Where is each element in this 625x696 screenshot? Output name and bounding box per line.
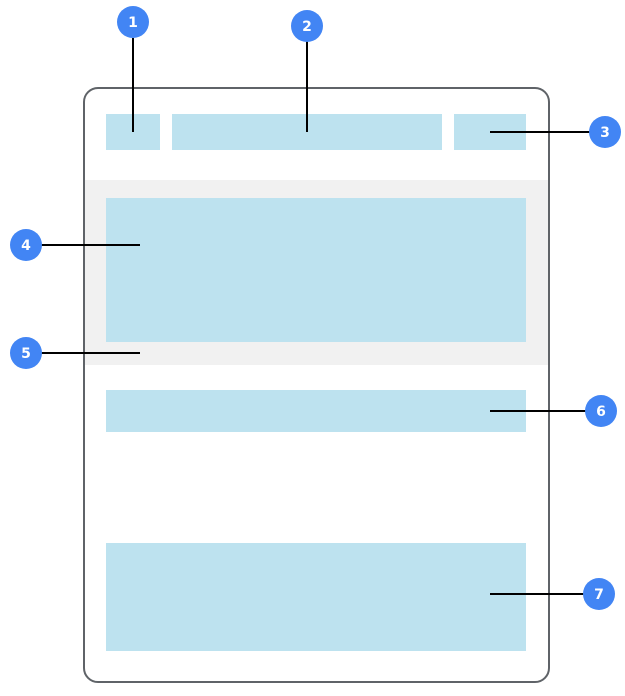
callout-label-6: 6: [596, 404, 606, 420]
bottom-block: [106, 543, 526, 651]
callout-label-2: 2: [302, 19, 312, 35]
callout-badge-5: 5: [10, 337, 42, 369]
callout-badge-7: 7: [583, 578, 615, 610]
callout-badge-6: 6: [585, 395, 617, 427]
callout-label-7: 7: [594, 587, 604, 603]
row-block: [106, 390, 526, 432]
callout-badge-3: 3: [589, 116, 621, 148]
callout-badge-1: 1: [117, 6, 149, 38]
callout-label-1: 1: [128, 15, 138, 31]
callout-badge-4: 4: [10, 229, 42, 261]
callout-label-3: 3: [600, 125, 610, 141]
callout-badge-2: 2: [291, 10, 323, 42]
content-block: [106, 198, 526, 342]
callout-label-5: 5: [21, 346, 31, 362]
callout-label-4: 4: [21, 238, 31, 254]
